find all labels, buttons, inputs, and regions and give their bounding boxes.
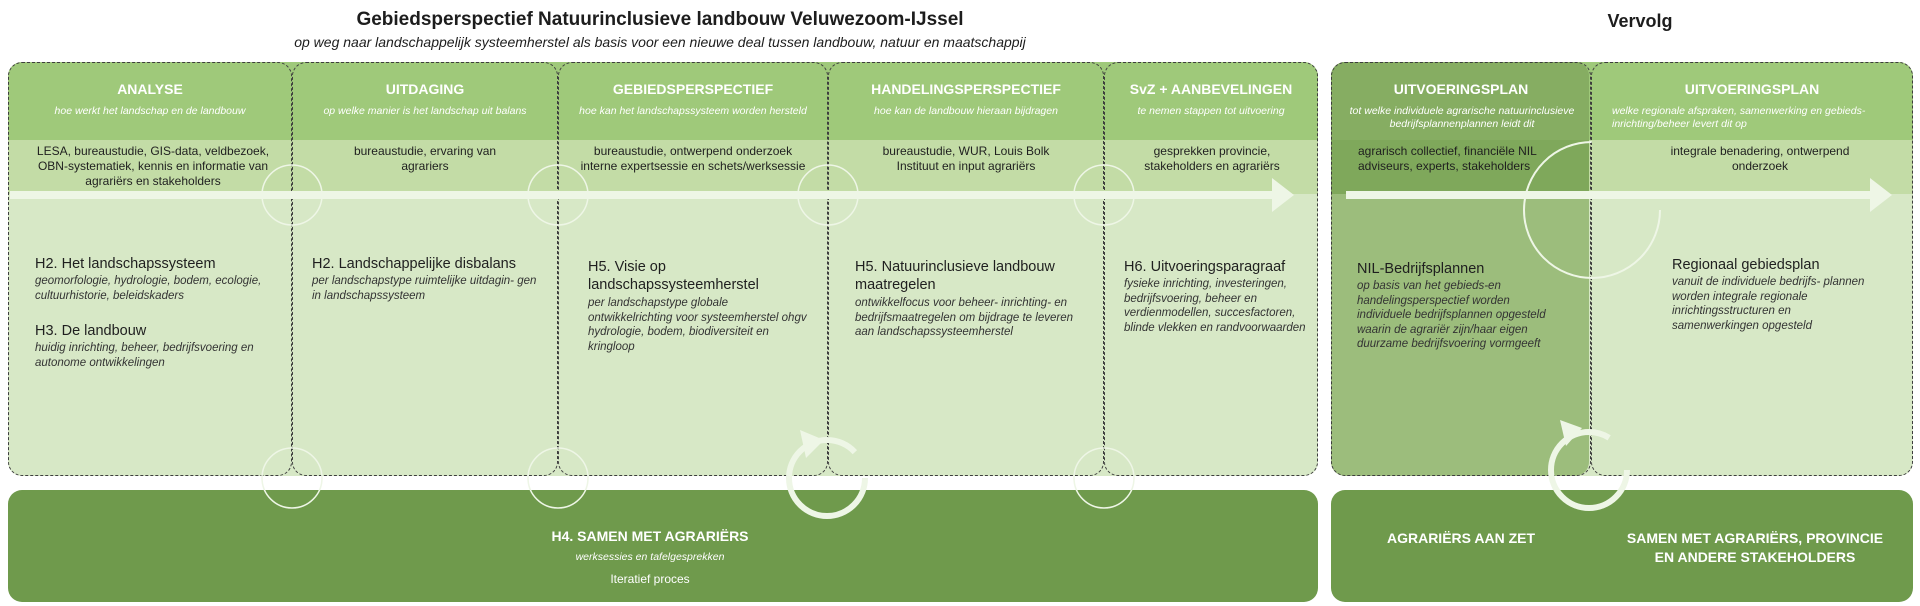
section-desc-h6-uitvoeringsparagraaf: fysieke inrichting, investeringen, bedri… [1124, 278, 1306, 334]
column-uitvoeringsplan-2-box [1591, 62, 1913, 476]
column-subtitle-svz: te nemen stappen tot uitvoering [1137, 105, 1285, 117]
column-inputs-uitdaging: bureaustudie, ervaring van agrariers [353, 144, 497, 173]
diagram-title: Gebiedsperspectief Natuurinclusieve land… [356, 9, 964, 30]
cycle-arrow-icon [1548, 420, 1630, 511]
column-title-uitvoeringsplan-bedrijf: UITVOERINGSPLAN [1393, 81, 1529, 97]
column-title-handelingsperspectief: HANDELINGSPERSPECTIEF [871, 81, 1061, 97]
column-title-uitvoeringsplan-regionaal: UITVOERINGSPLAN [1684, 81, 1820, 97]
bottom-title-agrariers-aan-zet: AGRARIËRS AAN ZET [1386, 530, 1536, 546]
column-analyse-box [8, 62, 292, 476]
section-heading-h3-landbouw: H3. De landbouw [35, 323, 147, 339]
section-desc-h2-landschapssysteem: geomorfologie, hydrologie, bodem, ecolog… [35, 275, 262, 302]
bottom-subtitle-werksessies: werksessies en tafelgesprekken [575, 551, 725, 563]
column-title-analyse: ANALYSE [117, 81, 183, 97]
column-inputs-uitvoeringsplan-regionaal: integrale benadering, ontwerpend onderzo… [1670, 144, 1850, 173]
column-subtitle-uitvoeringsplan-bedrijf: tot welke individuele agrarische natuuri… [1349, 105, 1575, 130]
cycle-arrow-icon [1523, 141, 1661, 279]
column-title-uitdaging: UITDAGING [385, 81, 465, 97]
bottom-title-samen-met-stakeholders-line2: EN ANDERE STAKEHOLDERS [1654, 549, 1856, 565]
column-inputs-handelingsperspectief: bureaustudie, WUR, Louis Bolk Instituut … [882, 144, 1050, 173]
column-gebiedsperspectief-box [558, 62, 828, 476]
cycle-arrow-icon [786, 430, 868, 519]
column-svz-box [1104, 62, 1318, 476]
section-heading-h6-uitvoeringsparagraaf: H6. Uitvoeringsparagraaf [1124, 259, 1286, 275]
highlight-column-header [1331, 62, 1589, 140]
arrow-right-icon [1346, 178, 1892, 212]
section-heading-regionaal-gebiedsplan: Regionaal gebiedsplan [1672, 257, 1820, 273]
column-subtitle-handelingsperspectief: hoe kan de landbouw hieraan bijdragen [874, 105, 1058, 117]
column-inputs-svz: gesprekken provincie, stakeholders en ag… [1144, 144, 1280, 173]
column-subtitle-uitvoeringsplan-regionaal: welke regionale afspraken, samenwerking … [1612, 105, 1866, 130]
column-title-gebiedsperspectief: GEBIEDSPERSPECTIEF [612, 81, 774, 97]
bottom-bar-right [1331, 490, 1913, 602]
section-desc-regionaal-gebiedsplan: vanuit de individuele bedrijfs- plannen … [1672, 276, 1865, 332]
column-subtitle-uitdaging: op welke manier is het landschap uit bal… [323, 105, 527, 117]
section-heading-nil-bedrijfsplannen: NIL-Bedrijfsplannen [1357, 261, 1485, 277]
column-uitvoeringsplan-1-box [1331, 62, 1591, 476]
column-uitdaging-box [292, 62, 558, 476]
section-heading-h2-landschapssysteem: H2. Het landschapssysteem [35, 256, 216, 272]
bottom-bar-left [8, 490, 1318, 602]
left-input-band [8, 140, 1318, 194]
vervolg-title: Vervolg [1607, 11, 1673, 31]
column-handelingsperspectief-box [828, 62, 1104, 476]
column-title-svz: SvZ + AANBEVELINGEN [1129, 81, 1293, 97]
section-desc-h3-landbouw: huidig inrichting, beheer, bedrijfsvoeri… [35, 342, 254, 369]
column-subtitle-analyse: hoe werkt het landschap en de landbouw [54, 105, 246, 117]
bottom-text-iteratief-proces: Iteratief proces [610, 572, 690, 586]
section-desc-h5-nil-maatregelen: ontwikkelfocus voor beheer- inrichting- … [855, 297, 1073, 338]
section-desc-h5-visie: per landschapstype globale ontwikkelrich… [588, 297, 807, 353]
column-inputs-uitvoeringsplan-bedrijf: agrarisch collectief, financiële NIL adv… [1358, 144, 1537, 173]
arrow-right-icon [10, 178, 1294, 212]
section-desc-nil-bedrijfsplannen: op basis van het gebieds-en handelingspe… [1357, 280, 1546, 350]
column-inputs-gebiedsperspectief: bureaustudie, ontwerpend onderzoek inter… [580, 144, 806, 173]
section-desc-h2-disbalans: per landschapstype ruimtelijke uitdagin-… [312, 275, 537, 302]
highlight-column-band [1331, 140, 1589, 194]
column-subtitle-gebiedsperspectief: hoe kan het landschapssysteem worden her… [579, 105, 807, 117]
section-heading-h5-nil-maatregelen: H5. Natuurinclusieve landbouw maatregele… [855, 259, 1055, 293]
bottom-title-samen-met-agrariers: H4. SAMEN MET AGRARIËRS [551, 528, 749, 544]
bottom-title-samen-met-stakeholders-line1: SAMEN MET AGRARIËRS, PROVINCIE [1626, 530, 1884, 546]
section-heading-h5-visie: H5. Visie op landschapssysteemherstel [588, 259, 759, 293]
section-heading-h2-disbalans: H2. Landschappelijke disbalans [312, 256, 516, 272]
diagram-subtitle: op weg naar landschappelijk systeemherst… [294, 34, 1026, 50]
column-inputs-analyse: LESA, bureaustudie, GIS-data, veldbezoek… [36, 144, 270, 188]
